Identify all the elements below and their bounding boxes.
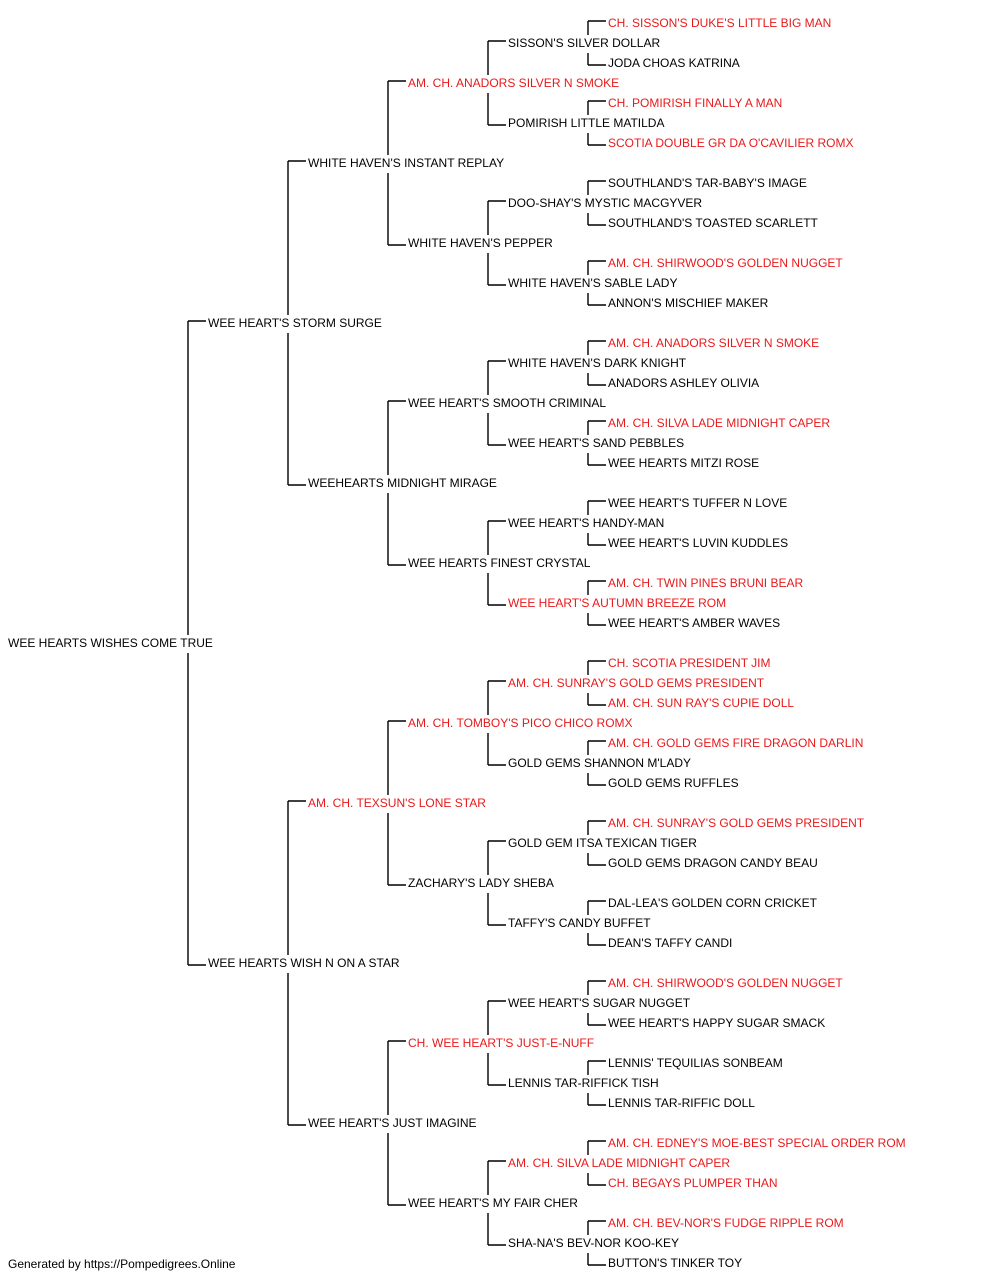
dog-name-sire-dam-dam-dam-sire[interactable]: AM. CH. TWIN PINES BRUNI BEAR (608, 576, 803, 590)
dog-name-dam-dam-dam-dam-sire[interactable]: AM. CH. BEV-NOR'S FUDGE RIPPLE ROM (608, 1216, 844, 1230)
dog-name-dam-sire-sire-sire[interactable]: AM. CH. SUNRAY'S GOLD GEMS PRESIDENT (508, 676, 765, 690)
dog-name-sire[interactable]: WEE HEART'S STORM SURGE (208, 316, 382, 330)
dog-name-dam-dam-dam-sire[interactable]: AM. CH. SILVA LADE MIDNIGHT CAPER (508, 1156, 730, 1170)
dog-name-sire-sire-dam-sire-dam[interactable]: SOUTHLAND'S TOASTED SCARLETT (608, 216, 819, 230)
dog-name-sire-dam-sire-dam-sire[interactable]: AM. CH. SILVA LADE MIDNIGHT CAPER (608, 416, 830, 430)
dog-name-sire-dam-dam-sire[interactable]: WEE HEART'S HANDY-MAN (508, 516, 664, 530)
dog-name-sire-dam-dam[interactable]: WEE HEARTS FINEST CRYSTAL (408, 556, 591, 570)
dog-name-sire-sire-dam-dam[interactable]: WHITE HAVEN'S SABLE LADY (508, 276, 677, 290)
dog-name-sire-sire-sire-sire-dam[interactable]: JODA CHOAS KATRINA (608, 56, 740, 70)
dog-name-sire-dam-sire-dam[interactable]: WEE HEART'S SAND PEBBLES (508, 436, 684, 450)
dog-name-dam-sire-dam[interactable]: ZACHARY'S LADY SHEBA (408, 876, 554, 890)
dog-name-sire-sire-dam-dam-sire[interactable]: AM. CH. SHIRWOOD'S GOLDEN NUGGET (608, 256, 843, 270)
dog-name-dam-dam-sire[interactable]: CH. WEE HEART'S JUST-E-NUFF (408, 1036, 594, 1050)
dog-name-sire-dam-sire-sire-dam[interactable]: ANADORS ASHLEY OLIVIA (608, 376, 759, 390)
dog-name-dam-dam-dam-dam-dam[interactable]: BUTTON'S TINKER TOY (608, 1256, 742, 1270)
dog-name-dam-dam-dam-sire-dam[interactable]: CH. BEGAYS PLUMPER THAN (608, 1176, 778, 1190)
dog-name-dam-dam-dam-sire-sire[interactable]: AM. CH. EDNEY'S MOE-BEST SPECIAL ORDER R… (608, 1136, 906, 1150)
dog-name-sire-dam-sire-dam-dam[interactable]: WEE HEARTS MITZI ROSE (608, 456, 759, 470)
dog-name-sire-dam-dam-dam[interactable]: WEE HEART'S AUTUMN BREEZE ROM (508, 596, 726, 610)
dog-name-sire-sire-dam-dam-dam[interactable]: ANNON'S MISCHIEF MAKER (608, 296, 769, 310)
dog-name-dam-sire-sire-sire-dam[interactable]: AM. CH. SUN RAY'S CUPIE DOLL (608, 696, 794, 710)
dog-name-dam-sire-sire[interactable]: AM. CH. TOMBOY'S PICO CHICO ROMX (408, 716, 633, 730)
dog-name-dam-sire-sire-sire-sire[interactable]: CH. SCOTIA PRESIDENT JIM (608, 656, 770, 670)
dog-name-sire-sire-dam-sire[interactable]: DOO-SHAY'S MYSTIC MACGYVER (508, 196, 702, 210)
dog-name-dam-dam-sire-sire-sire[interactable]: AM. CH. SHIRWOOD'S GOLDEN NUGGET (608, 976, 843, 990)
dog-name-dam-dam-sire-dam-dam[interactable]: LENNIS TAR-RIFFIC DOLL (608, 1096, 755, 1110)
dog-name-dam-dam-sire-dam[interactable]: LENNIS TAR-RIFFICK TISH (508, 1076, 659, 1090)
dog-name-dam[interactable]: WEE HEARTS WISH N ON A STAR (208, 956, 400, 970)
pedigree-connector-lines (187, 20, 606, 1266)
dog-name-dam-sire-sire-dam-dam[interactable]: GOLD GEMS RUFFLES (608, 776, 739, 790)
dog-name-dam-dam-sire-sire-dam[interactable]: WEE HEART'S HAPPY SUGAR SMACK (608, 1016, 825, 1030)
dog-name-sire-sire-sire-sire-sire[interactable]: CH. SISSON'S DUKE'S LITTLE BIG MAN (608, 16, 831, 30)
dog-name-sire-sire-dam[interactable]: WHITE HAVEN'S PEPPER (408, 236, 553, 250)
dog-name-dam-dam-sire-dam-sire[interactable]: LENNIS' TEQUILIAS SONBEAM (608, 1056, 783, 1070)
dog-name-sire-sire-sire-dam[interactable]: POMIRISH LITTLE MATILDA (508, 116, 664, 130)
dog-name-dam-dam-dam[interactable]: WEE HEART'S MY FAIR CHER (408, 1196, 578, 1210)
dog-name-dam-sire[interactable]: AM. CH. TEXSUN'S LONE STAR (308, 796, 486, 810)
dog-name-dam-sire-sire-dam-sire[interactable]: AM. CH. GOLD GEMS FIRE DRAGON DARLIN (608, 736, 863, 750)
dog-name-sire-sire-sire-dam-sire[interactable]: CH. POMIRISH FINALLY A MAN (608, 96, 782, 110)
dog-name-dam-sire-dam-dam-sire[interactable]: DAL-LEA'S GOLDEN CORN CRICKET (608, 896, 818, 910)
dog-name-dam-sire-dam-dam-dam[interactable]: DEAN'S TAFFY CANDI (608, 936, 732, 950)
dog-name-dam-sire-dam-sire-dam[interactable]: GOLD GEMS DRAGON CANDY BEAU (608, 856, 818, 870)
dog-name-dam-sire-dam-sire[interactable]: GOLD GEM ITSA TEXICAN TIGER (508, 836, 697, 850)
dog-name-sire-dam-sire-sire[interactable]: WHITE HAVEN'S DARK KNIGHT (508, 356, 687, 370)
dog-name-dam-dam-dam-dam[interactable]: SHA-NA'S BEV-NOR KOO-KEY (508, 1236, 679, 1250)
dog-name-sire-sire[interactable]: WHITE HAVEN'S INSTANT REPLAY (308, 156, 504, 170)
dog-name-sire-sire-dam-sire-sire[interactable]: SOUTHLAND'S TAR-BABY'S IMAGE (608, 176, 807, 190)
dog-name-dam-sire-dam-dam[interactable]: TAFFY'S CANDY BUFFET (508, 916, 651, 930)
dog-name-sire-sire-sire-sire[interactable]: SISSON'S SILVER DOLLAR (508, 36, 660, 50)
dog-name-sire-dam-sire-sire-sire[interactable]: AM. CH. ANADORS SILVER N SMOKE (608, 336, 819, 350)
dog-name-dam-dam-sire-sire[interactable]: WEE HEART'S SUGAR NUGGET (508, 996, 691, 1010)
dog-name-sire-dam-dam-dam-dam[interactable]: WEE HEART'S AMBER WAVES (608, 616, 780, 630)
dog-name-subject[interactable]: WEE HEARTS WISHES COME TRUE (8, 636, 213, 650)
dog-name-sire-dam-dam-sire-dam[interactable]: WEE HEART'S LUVIN KUDDLES (608, 536, 788, 550)
dog-name-sire-sire-sire[interactable]: AM. CH. ANADORS SILVER N SMOKE (408, 76, 619, 90)
dog-name-dam-sire-dam-sire-sire[interactable]: AM. CH. SUNRAY'S GOLD GEMS PRESIDENT (608, 816, 865, 830)
generated-by-footer[interactable]: Generated by https://Pompedigrees.Online (8, 1257, 236, 1271)
dog-name-sire-dam[interactable]: WEEHEARTS MIDNIGHT MIRAGE (308, 476, 497, 490)
dog-name-dam-sire-sire-dam[interactable]: GOLD GEMS SHANNON M'LADY (508, 756, 691, 770)
dog-name-sire-dam-dam-sire-sire[interactable]: WEE HEART'S TUFFER N LOVE (608, 496, 787, 510)
dog-name-sire-sire-sire-dam-dam[interactable]: SCOTIA DOUBLE GR DA O'CAVILIER ROMX (608, 136, 853, 150)
dog-name-sire-dam-sire[interactable]: WEE HEART'S SMOOTH CRIMINAL (408, 396, 606, 410)
dog-name-dam-dam[interactable]: WEE HEART'S JUST IMAGINE (308, 1116, 477, 1130)
pedigree-labels: WEE HEARTS WISHES COME TRUE WEE HEART'S S… (8, 16, 906, 1270)
